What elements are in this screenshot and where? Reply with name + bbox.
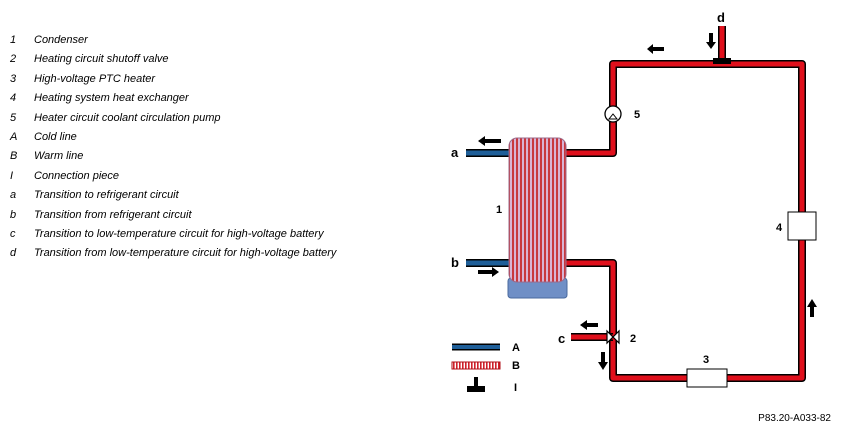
label-c: c: [558, 331, 565, 346]
label-b: b: [451, 255, 459, 270]
condenser: [507, 137, 568, 299]
warm-line-loop: [566, 60, 806, 382]
warm-line-swatch: [451, 361, 501, 370]
connection-piece-icon: [713, 58, 731, 64]
flow-arrow-left-icon: [580, 320, 598, 330]
label-condenser: 1: [496, 204, 502, 216]
flow-arrow-down-icon: [598, 352, 608, 370]
document-reference: P83.20-A033-82: [758, 413, 831, 424]
flow-arrow-left-icon: [478, 136, 501, 146]
heat-exchanger-icon: [787, 211, 817, 241]
label-valve: 2: [630, 333, 636, 345]
line-key: [451, 343, 501, 392]
label-d: d: [717, 10, 725, 25]
valve-icon: [606, 329, 620, 345]
flow-arrow-down-icon: [706, 33, 716, 49]
key-label-cold: A: [512, 342, 520, 354]
pump-icon: [604, 105, 622, 123]
key-label-warm: B: [512, 360, 520, 372]
flow-arrow-right-icon: [478, 267, 499, 277]
ptc-heater-icon: [686, 368, 728, 388]
flow-arrow-up-icon: [807, 299, 817, 317]
label-ptc-heater: 3: [703, 354, 709, 366]
condenser-core: [508, 137, 567, 283]
label-a: a: [451, 145, 459, 160]
flow-arrow-left-icon: [647, 44, 664, 54]
label-heat-exchanger: 4: [776, 222, 783, 234]
key-label-connection: I: [514, 382, 517, 394]
label-pump: 5: [634, 109, 640, 121]
connection-piece-icon: [474, 377, 478, 386]
line-d: [713, 26, 731, 64]
cold-lines: [466, 149, 510, 267]
warm-line-path: [566, 61, 805, 381]
